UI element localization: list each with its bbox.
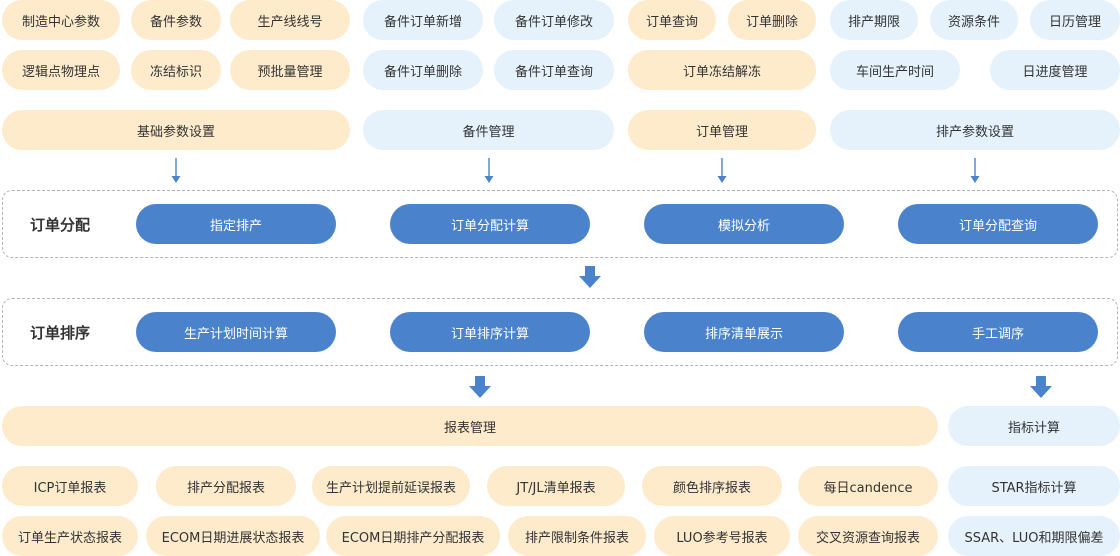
arrow-down-icon xyxy=(484,158,494,183)
order-allocation-query-button[interactable]: 订单分配查询 xyxy=(898,204,1098,244)
param-line-number: 生产线线号 xyxy=(230,0,350,40)
arrow-down-icon xyxy=(171,158,181,183)
category-order-management: 订单管理 xyxy=(628,110,816,150)
report-ecom-date-progress: ECOM日期进展状态报表 xyxy=(146,516,320,556)
simulation-analysis-button[interactable]: 模拟分析 xyxy=(644,204,844,244)
report-management-header: 报表管理 xyxy=(2,406,938,446)
spare-order-edit: 备件订单修改 xyxy=(494,0,614,40)
spare-order-add: 备件订单新增 xyxy=(363,0,483,40)
resource-conditions: 资源条件 xyxy=(930,0,1018,40)
report-jt-jl-list: JT/JL清单报表 xyxy=(487,466,625,506)
arrow-down-icon xyxy=(1030,376,1052,398)
report-daily-cadence: 每日candence xyxy=(798,466,938,506)
daily-progress-management: 日进度管理 xyxy=(990,50,1120,90)
param-freeze-flag: 冻结标识 xyxy=(131,50,221,90)
manual-reorder-button[interactable]: 手工调序 xyxy=(898,312,1098,352)
category-basic-params: 基础参数设置 xyxy=(2,110,350,150)
production-plan-time-calc-button[interactable]: 生产计划时间计算 xyxy=(136,312,336,352)
param-pre-batch: 预批量管理 xyxy=(230,50,350,90)
report-icp-order: ICP订单报表 xyxy=(2,466,138,506)
allocation-section xyxy=(2,190,1118,258)
indicator-star-calc: STAR指标计算 xyxy=(948,466,1120,506)
order-sorting-calc-button[interactable]: 订单排序计算 xyxy=(390,312,590,352)
order-allocation-calc-button[interactable]: 订单分配计算 xyxy=(390,204,590,244)
assign-schedule-button[interactable]: 指定排产 xyxy=(136,204,336,244)
workshop-production-time: 车间生产时间 xyxy=(830,50,960,90)
sorting-list-display-button[interactable]: 排序清单展示 xyxy=(644,312,844,352)
param-logic-physical-point: 逻辑点物理点 xyxy=(2,50,120,90)
arrow-down-icon xyxy=(970,158,980,183)
order-freeze-unfreeze: 订单冻结解冻 xyxy=(628,50,816,90)
calendar-management: 日历管理 xyxy=(1030,0,1120,40)
param-spare-parts: 备件参数 xyxy=(131,0,221,40)
category-spare-management: 备件管理 xyxy=(363,110,614,150)
arrow-down-icon xyxy=(717,158,727,183)
arrow-down-icon xyxy=(579,266,601,288)
report-schedule-constraints: 排产限制条件报表 xyxy=(508,516,646,556)
order-query: 订单查询 xyxy=(628,0,716,40)
param-manufacturing-center: 制造中心参数 xyxy=(2,0,120,40)
spare-order-delete: 备件订单删除 xyxy=(363,50,483,90)
sorting-section xyxy=(2,298,1118,366)
arrow-down-icon xyxy=(469,376,491,398)
report-plan-delay: 生产计划提前延误报表 xyxy=(312,466,470,506)
report-schedule-allocation: 排产分配报表 xyxy=(156,466,296,506)
sorting-label: 订单排序 xyxy=(30,324,91,342)
schedule-deadline: 排产期限 xyxy=(830,0,918,40)
report-ecom-date-allocation: ECOM日期排产分配报表 xyxy=(326,516,500,556)
indicator-calc-header: 指标计算 xyxy=(948,406,1120,446)
indicator-ssar-luo-deviation: SSAR、LUO和期限偏差 xyxy=(948,516,1120,556)
report-order-production-status: 订单生产状态报表 xyxy=(2,516,138,556)
report-cross-resource-query: 交叉资源查询报表 xyxy=(798,516,938,556)
spare-order-query: 备件订单查询 xyxy=(494,50,614,90)
report-luo-reference: LUO参考号报表 xyxy=(654,516,790,556)
order-delete: 订单删除 xyxy=(728,0,816,40)
allocation-label: 订单分配 xyxy=(30,216,91,234)
category-schedule-params: 排产参数设置 xyxy=(830,110,1120,150)
report-color-sorting: 颜色排序报表 xyxy=(642,466,782,506)
